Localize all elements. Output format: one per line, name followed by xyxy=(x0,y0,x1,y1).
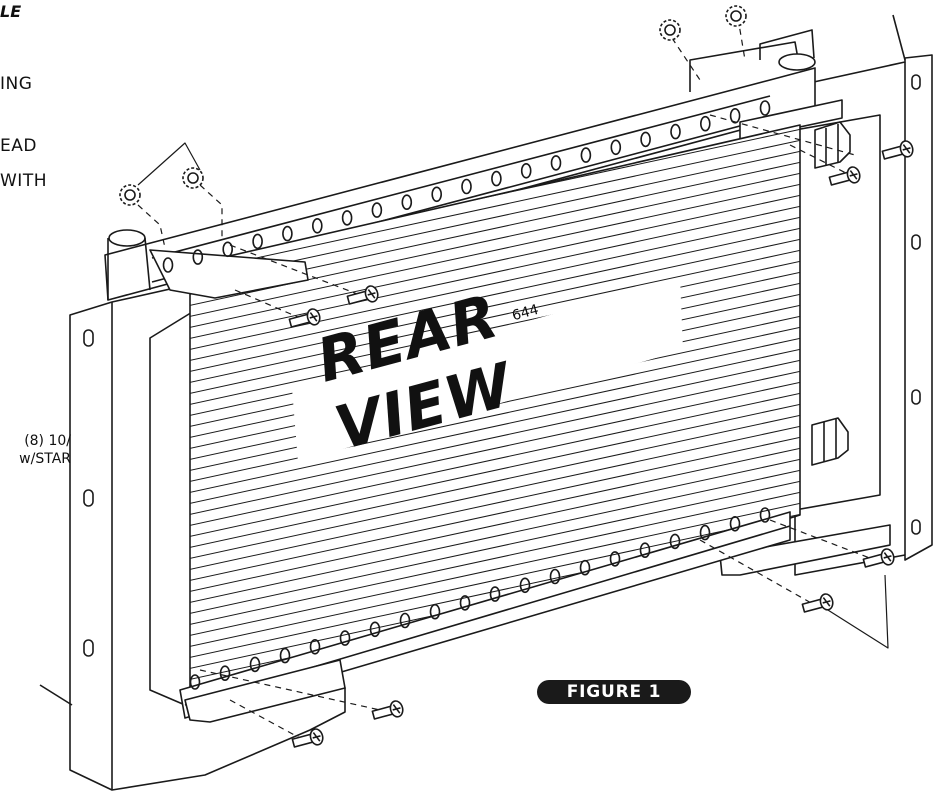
screw-icon xyxy=(288,140,914,748)
instruction-line-2: EAD xyxy=(0,136,37,156)
tank-hole xyxy=(639,542,651,559)
lower-left-clip xyxy=(184,659,346,723)
tank-hole xyxy=(279,647,291,664)
tank-hole xyxy=(252,233,263,250)
bolt-fitting-icon xyxy=(811,121,851,466)
tank-hole xyxy=(369,621,381,638)
tank-hole xyxy=(401,194,413,210)
tank-hole xyxy=(550,155,562,171)
tank-hole xyxy=(371,202,383,218)
tank-hole xyxy=(341,210,353,226)
tank-hole xyxy=(520,163,532,179)
tank-hole xyxy=(759,100,771,116)
tank-hole xyxy=(489,586,501,602)
tank-hole xyxy=(222,241,233,258)
tank-hole xyxy=(609,551,621,567)
tank-hole xyxy=(311,218,323,234)
tank-hole xyxy=(729,515,741,532)
tank-hole xyxy=(670,123,681,140)
assembly-leaders xyxy=(137,17,876,739)
tank-hole xyxy=(339,630,351,646)
fastener-callout-line-1: (8) 10/ xyxy=(24,433,71,449)
tank-hole xyxy=(580,147,592,163)
tank-hole xyxy=(399,612,411,629)
tank-hole xyxy=(699,524,711,541)
tank-hole xyxy=(189,674,201,690)
tank-hole xyxy=(192,249,204,265)
upper-tank xyxy=(104,29,816,301)
tank-hole xyxy=(249,656,261,673)
tank-hole xyxy=(459,595,471,611)
tank-hole xyxy=(162,257,174,273)
star-washer-icon xyxy=(119,5,747,206)
tank-hole xyxy=(519,577,531,594)
tank-hole xyxy=(431,186,443,203)
instruction-line-1: ING xyxy=(0,74,33,94)
header-fragment: LE xyxy=(0,2,22,21)
tank-hole xyxy=(729,108,741,124)
tank-hole xyxy=(219,665,231,682)
tank-hole xyxy=(579,559,591,576)
tank-hole xyxy=(461,178,472,195)
tank-hole xyxy=(309,638,321,655)
tank-holes xyxy=(162,100,771,690)
figure-label: FIGURE 1 xyxy=(537,680,691,704)
tank-hole xyxy=(610,139,622,156)
fastener-callout-line-2: w/STAR xyxy=(19,451,71,467)
tank-hole xyxy=(491,170,502,187)
lower-right-clip xyxy=(719,524,891,576)
tank-hole xyxy=(549,568,561,585)
tank-hole xyxy=(282,225,293,242)
tank-hole xyxy=(669,533,681,550)
tank-hole xyxy=(429,603,441,620)
callout-leaders xyxy=(137,142,889,649)
instruction-line-3: WITH xyxy=(0,171,47,191)
tank-hole xyxy=(640,131,651,148)
tank-hole xyxy=(699,115,711,132)
label-panel xyxy=(292,278,683,462)
upper-left-clip xyxy=(149,249,309,299)
tank-hole xyxy=(759,507,771,523)
